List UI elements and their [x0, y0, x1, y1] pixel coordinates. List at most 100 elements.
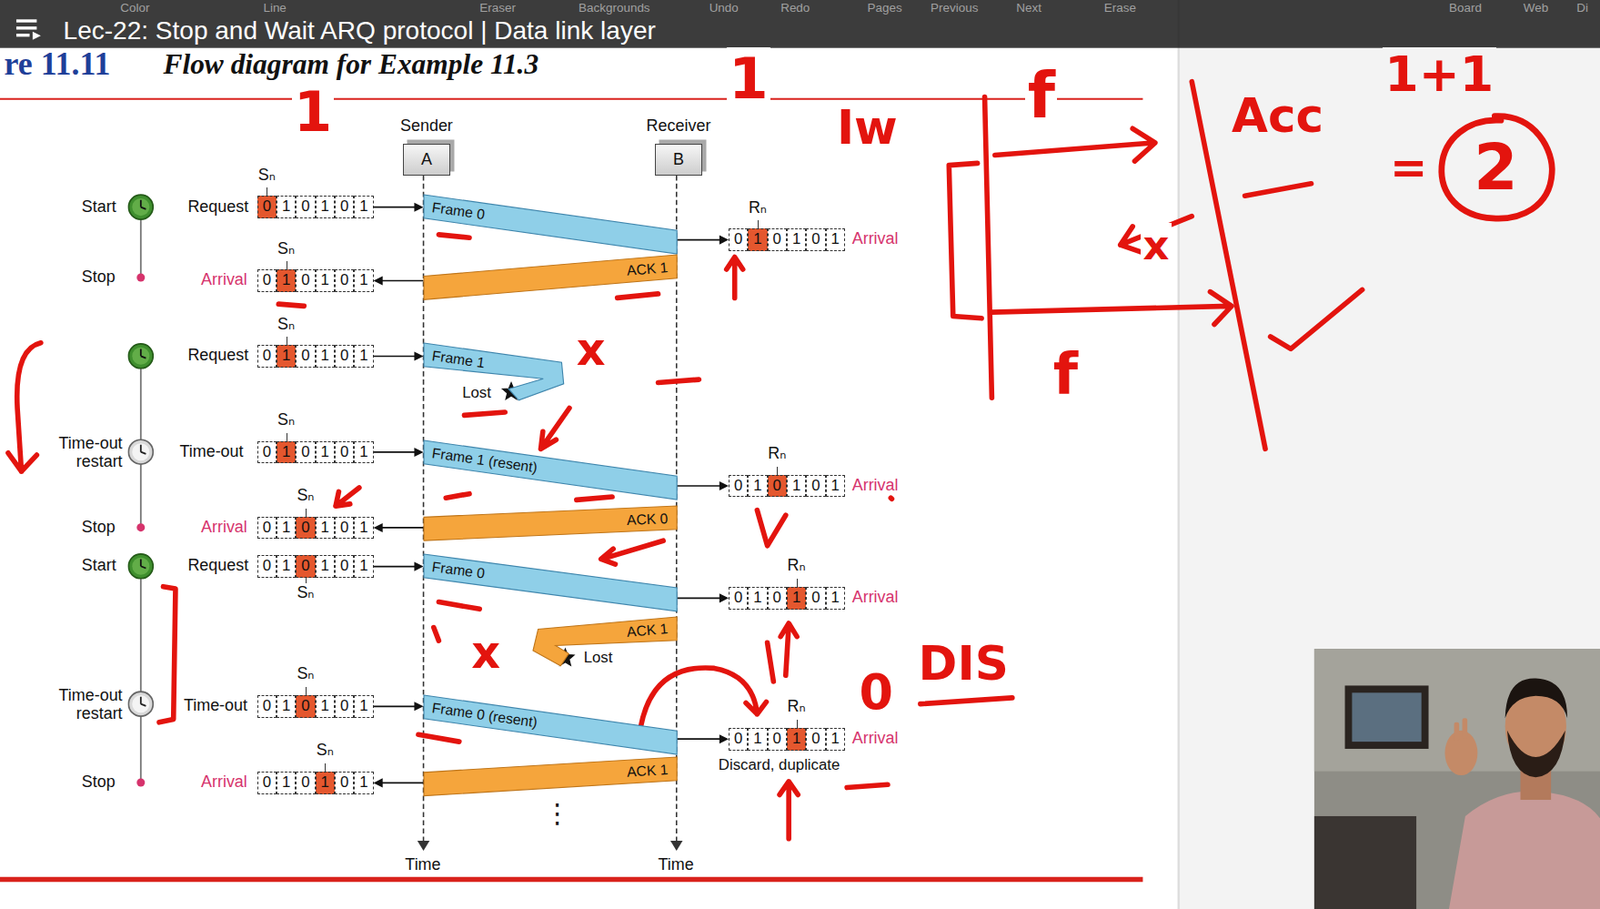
frame-band: [423, 342, 564, 401]
pen-circle-node: 2: [1433, 110, 1559, 225]
arrowhead: [373, 777, 383, 787]
receiver-event: Arrival: [852, 229, 899, 250]
sequence-cell: 1: [825, 474, 846, 498]
sequence-cell: 1: [353, 269, 373, 292]
handwritten-strokes: [8, 81, 1363, 839]
message-arrow: [676, 734, 729, 744]
station-box: SenderA: [402, 143, 451, 176]
handwritten-note: x: [574, 324, 608, 374]
toolbar-item: Color: [120, 0, 150, 16]
message-line: [676, 239, 722, 242]
data-frame: Frame 0: [423, 553, 677, 612]
message-arrow: [373, 777, 424, 787]
pen-dash: [418, 734, 460, 742]
sequence-cell: 0: [334, 441, 354, 464]
pen-arrow: [991, 291, 1232, 325]
continuation-mark: ⋮: [543, 797, 571, 830]
sender-event: Time-out: [179, 442, 243, 463]
handwritten-note: f: [1025, 60, 1057, 131]
sequence-cell: 0: [257, 516, 277, 540]
handwritten-note: 0: [856, 664, 896, 719]
furniture: [1314, 815, 1417, 909]
message-line: [676, 597, 722, 600]
message-line: [381, 280, 424, 282]
toolbar-item: Redo: [780, 0, 810, 16]
sequence-cell: 0: [295, 344, 315, 368]
sequence-cell: 1: [276, 554, 296, 578]
message-line: [373, 355, 417, 358]
pointer-tick: [305, 686, 307, 695]
person-finger: [1462, 717, 1469, 738]
message-line: [373, 565, 417, 568]
pointer-tick: [286, 336, 288, 345]
sender-event: Arrival: [201, 517, 248, 538]
pointer-tick: [305, 577, 307, 584]
sequence-cell: 0: [257, 554, 277, 578]
person-shirt: [1449, 791, 1600, 909]
message-arrow: [373, 562, 424, 572]
pointer-tick: [776, 466, 778, 475]
pen-check: [756, 510, 785, 546]
sequence-cell: 1: [315, 441, 335, 464]
pen-dash: [1245, 183, 1312, 196]
data-frame: Frame 1: [423, 342, 564, 401]
current-sequence-cell: 1: [276, 441, 296, 464]
sequence-window: 010101Rₙ: [728, 474, 846, 498]
message-arrow: [676, 593, 729, 603]
message-arrow: [373, 447, 424, 457]
sequence-cell: 1: [353, 771, 373, 795]
ack-label: ACK 1: [626, 761, 669, 781]
sequence-pointer: Sₙ: [277, 314, 295, 335]
sequence-cell: 0: [257, 269, 277, 292]
arrowhead: [413, 202, 423, 212]
sequence-cell: 1: [353, 516, 373, 540]
sequence-cell: 0: [334, 269, 354, 292]
pen-dash: [767, 642, 775, 682]
frame-band: [423, 194, 677, 254]
sequence-cell: 0: [805, 474, 826, 498]
data-frame: Frame 0: [423, 194, 677, 254]
pointer-tick: [796, 719, 798, 728]
webcam-ground: [1314, 648, 1600, 909]
pointer-tick: [757, 220, 759, 229]
pen-arrow: [640, 667, 766, 726]
node-heading: Sender: [400, 116, 453, 137]
arrowhead: [373, 275, 383, 285]
toolbar-item: Line: [262, 0, 286, 16]
sequence-cell: 0: [805, 228, 826, 252]
sequence-window: 010101Sₙ: [257, 441, 374, 464]
ack-band: [423, 254, 677, 300]
node-heading: Receiver: [646, 116, 712, 137]
timer-event: Time-out restart: [40, 433, 123, 471]
timer-event: Stop: [81, 772, 116, 793]
sequence-cell: 1: [315, 269, 335, 292]
ack-frame: ACK 1: [533, 616, 677, 666]
timer-line: [140, 565, 142, 783]
current-sequence-cell: 1: [276, 344, 296, 368]
node-letter: B: [654, 143, 703, 176]
sender-event: Arrival: [201, 772, 248, 793]
pen-dash: [617, 293, 659, 298]
stop-dot: [136, 777, 145, 786]
toolbar-item: Next: [1016, 0, 1042, 16]
axis-label: Time: [404, 855, 441, 876]
sequence-cell: 1: [353, 441, 373, 464]
receiver-note: Discard, duplicate: [718, 755, 841, 775]
pen-arrow: [601, 540, 664, 564]
handwritten-note: 1: [726, 47, 771, 111]
sequence-pointer: Sₙ: [258, 165, 276, 186]
sequence-cell: 1: [786, 474, 806, 498]
sequence-cell: 0: [767, 727, 787, 751]
message-arrow: [373, 351, 424, 361]
sequence-cell: 1: [353, 694, 373, 718]
sequence-cell: 1: [353, 344, 373, 368]
sequence-cell: 1: [315, 554, 335, 578]
sequence-cell: 1: [747, 474, 767, 498]
timer-event: Start: [81, 555, 117, 576]
sequence-cell: 1: [276, 694, 296, 718]
panel-divider: [1177, 0, 1180, 909]
frame-band: [423, 694, 677, 755]
message-arrow: [676, 481, 729, 491]
sequence-cell: 0: [334, 771, 354, 795]
